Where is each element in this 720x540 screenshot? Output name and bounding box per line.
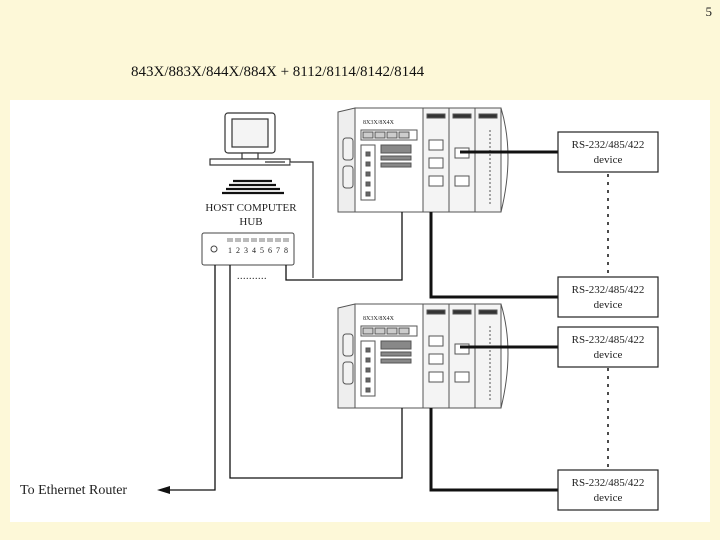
router-label: To Ethernet Router: [20, 483, 127, 498]
device-1-line1: RS-232/485/422: [572, 139, 645, 151]
hub-port-1: 1: [228, 246, 232, 255]
device-1-line2: device: [594, 154, 623, 166]
router-arrowhead: [157, 486, 170, 494]
page-number: 5: [705, 4, 713, 19]
device-box-1: RS-232/485/422 device: [557, 131, 659, 173]
keyboard-icon: [222, 179, 284, 195]
host-computer-icon: [209, 112, 314, 278]
hub-port-4: 4: [252, 246, 256, 255]
ethernet-cables: [170, 212, 403, 491]
device-3-line1: RS-232/485/422: [572, 334, 645, 346]
hub-port-6: 6: [268, 246, 272, 255]
device-4-line1: RS-232/485/422: [572, 477, 645, 489]
hub-ellipsis: ..........: [237, 271, 267, 282]
device-4-line2: device: [594, 492, 623, 504]
io-module-rack-top: [337, 107, 509, 213]
hub-port-5: 5: [260, 246, 264, 255]
module-label-top: 8X3X/8X4X: [363, 120, 395, 126]
device-2-line2: device: [594, 299, 623, 311]
hub-icon: [201, 232, 295, 266]
device-3-line2: device: [594, 349, 623, 361]
io-module-rack-bottom: [337, 303, 509, 409]
device-box-3: RS-232/485/422 device: [557, 326, 659, 368]
host-computer-label: HOST COMPUTER: [205, 202, 297, 214]
device-box-2: RS-232/485/422 device: [557, 276, 659, 318]
hub-port-7: 7: [276, 246, 280, 255]
hub-port-8: 8: [284, 246, 288, 255]
hub-label: HUB: [239, 216, 262, 228]
slide-title: 843X/883X/844X/884X + 8112/8114/8142/814…: [131, 64, 425, 80]
device-box-4: RS-232/485/422 device: [557, 469, 659, 511]
device-2-line1: RS-232/485/422: [572, 284, 645, 296]
hub-port-2: 2: [236, 246, 240, 255]
network-diagram: HOST COMPUTER HUB 1 2 3 4 5 6 7 8 ......…: [10, 100, 710, 522]
serial-cables: [429, 150, 558, 492]
module-label-bottom: 8X3X/8X4X: [363, 316, 395, 322]
hub-port-3: 3: [244, 246, 248, 255]
